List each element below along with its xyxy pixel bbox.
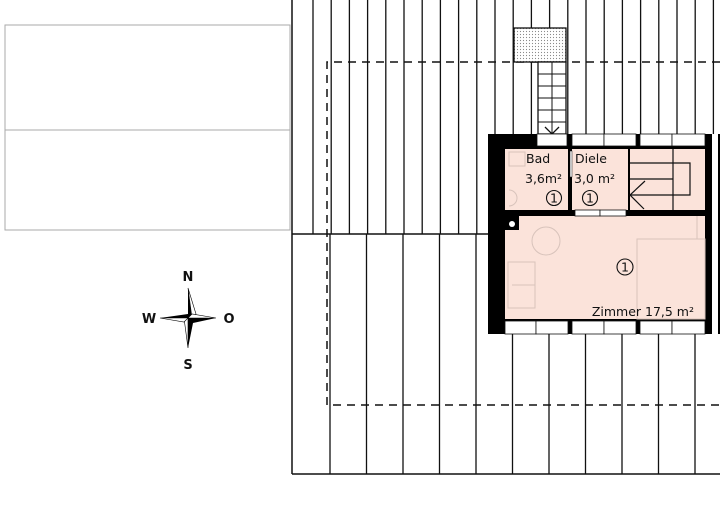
room-number-bad: 1	[550, 191, 558, 206]
compass-west: W	[142, 312, 156, 327]
compass-south: S	[183, 358, 192, 373]
neighbor-building	[4, 24, 291, 231]
room-labels: Bad 3,6m² 1 Diele 3,0 m² 1 1 Zimmer 17,5…	[525, 151, 694, 319]
room-diele[interactable]	[572, 149, 628, 210]
room-label-zimmer: Zimmer 17,5 m²	[592, 304, 694, 319]
compass-north: N	[183, 270, 194, 285]
room-area-diele: 3,0 m²	[574, 171, 615, 186]
roof-outline	[291, 0, 720, 475]
room-zimmer[interactable]	[505, 216, 705, 319]
room-name-diele: Diele	[575, 151, 607, 166]
compass-rose-icon: N S W O	[142, 270, 235, 373]
room-bad[interactable]	[505, 149, 568, 210]
roof-rafters	[312, 0, 715, 474]
building	[488, 133, 720, 335]
exterior-stair	[513, 27, 567, 135]
room-area-bad: 3,6m²	[525, 171, 562, 186]
compass-east: O	[223, 312, 234, 327]
room-number-zimmer: 1	[621, 260, 629, 275]
room-name-bad: Bad	[526, 151, 550, 166]
room-number-diele: 1	[586, 191, 594, 206]
